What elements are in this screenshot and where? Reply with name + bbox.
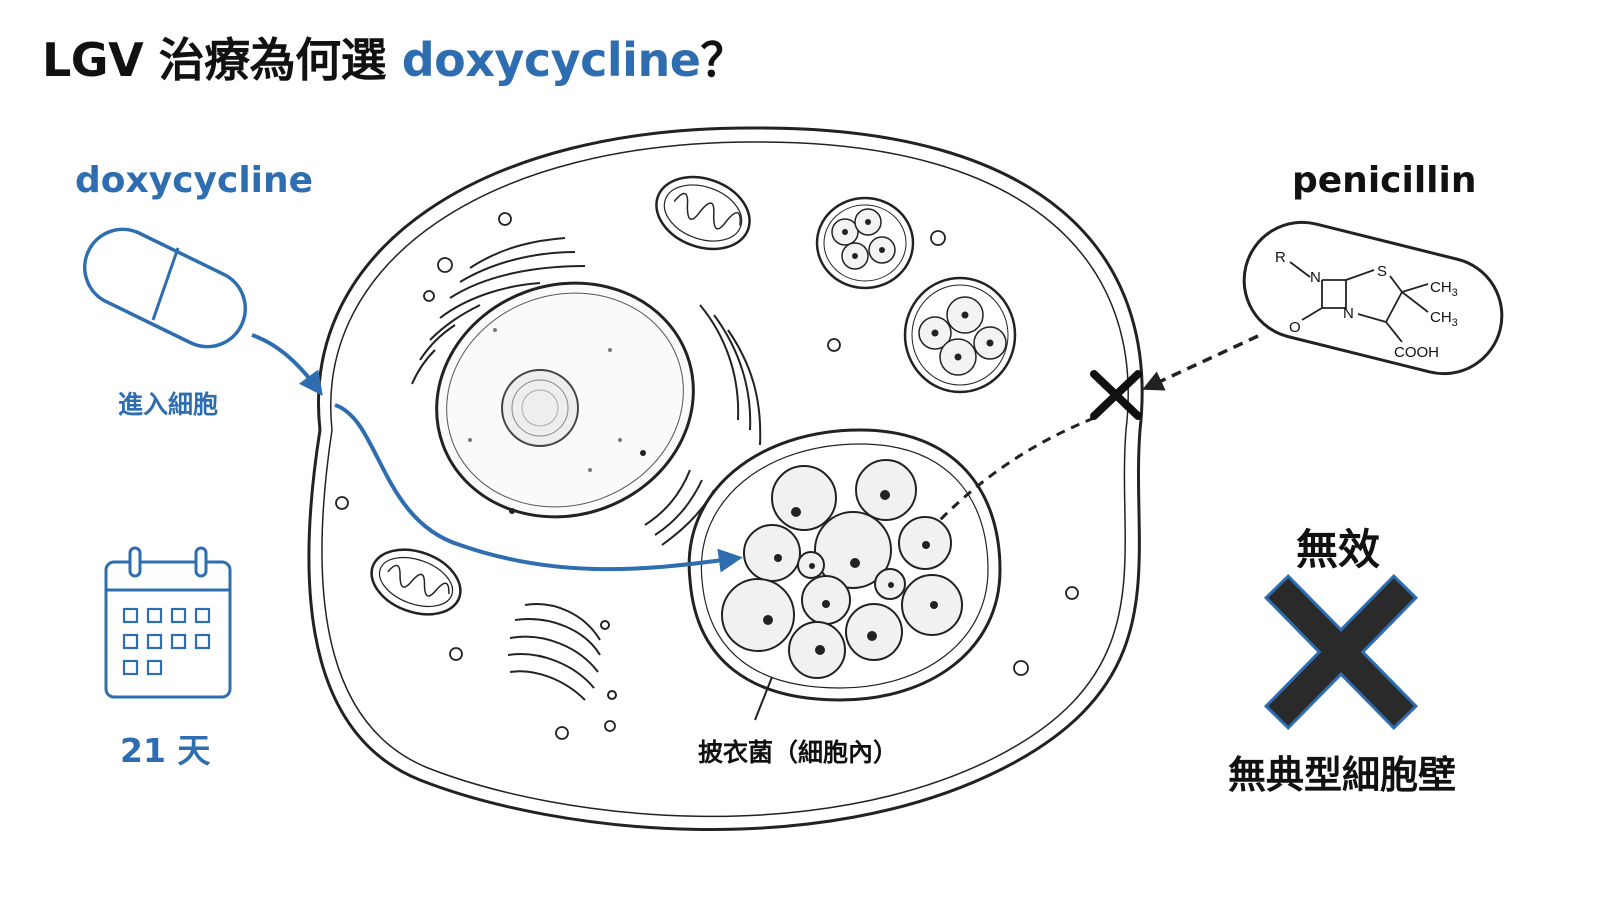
- r-group-label: R: [1275, 249, 1286, 266]
- doxycycline-entry-arrow: [251, 333, 323, 396]
- atom-n2-label: N: [1343, 305, 1354, 322]
- atom-s-label: S: [1377, 263, 1387, 280]
- atom-n1-label: N: [1310, 269, 1321, 286]
- chlamydia-inclusion: [687, 428, 1002, 702]
- title-highlight: doxycycline: [401, 33, 701, 87]
- ineffective-label: 無效: [1296, 525, 1381, 574]
- penicillin-dashed-path: [938, 416, 1095, 522]
- mitochondrion-bottom: [370, 548, 462, 616]
- host-cell-membrane: [307, 126, 1144, 832]
- ch3-a-label: CH3: [1430, 279, 1458, 299]
- chlamydia-leader-line: [754, 676, 773, 721]
- title-prefix: LGV 治療為何選: [42, 33, 402, 87]
- vesicles: [335, 212, 1079, 740]
- doxycycline-label: doxycycline: [75, 160, 314, 201]
- big-x-icon: [1263, 573, 1419, 731]
- penicillin-dashed-arrow: [1142, 334, 1259, 391]
- ch3-b-label: CH3: [1430, 309, 1458, 329]
- title-suffix: ？: [700, 33, 746, 87]
- block-x-icon: [1090, 370, 1142, 420]
- enter-cell-label: 進入細胞: [118, 390, 219, 419]
- no-cell-wall-label: 無典型細胞壁: [1228, 753, 1457, 797]
- golgi-apparatus: [507, 603, 617, 701]
- atom-o-label: O: [1289, 319, 1301, 336]
- doxycycline-path-arrow: [334, 403, 743, 573]
- penicillin-structure-capsule: R N N S O CH3 CH3 COOH: [1242, 220, 1504, 376]
- duration-label: 21 天: [120, 731, 211, 770]
- chlamydia-label: 披衣菌（細胞內）: [698, 738, 899, 767]
- nucleus: [435, 281, 695, 519]
- capsule-icon: [83, 227, 247, 349]
- mitochondrion-top: [655, 175, 751, 251]
- inclusion-small-top: [815, 196, 915, 290]
- penicillin-label: penicillin: [1292, 160, 1477, 201]
- cooh-label: COOH: [1394, 344, 1439, 361]
- inclusion-small-right: [903, 276, 1017, 394]
- page-title: LGV 治療為何選 doxycycline？: [42, 30, 746, 90]
- calendar-icon: [104, 546, 232, 699]
